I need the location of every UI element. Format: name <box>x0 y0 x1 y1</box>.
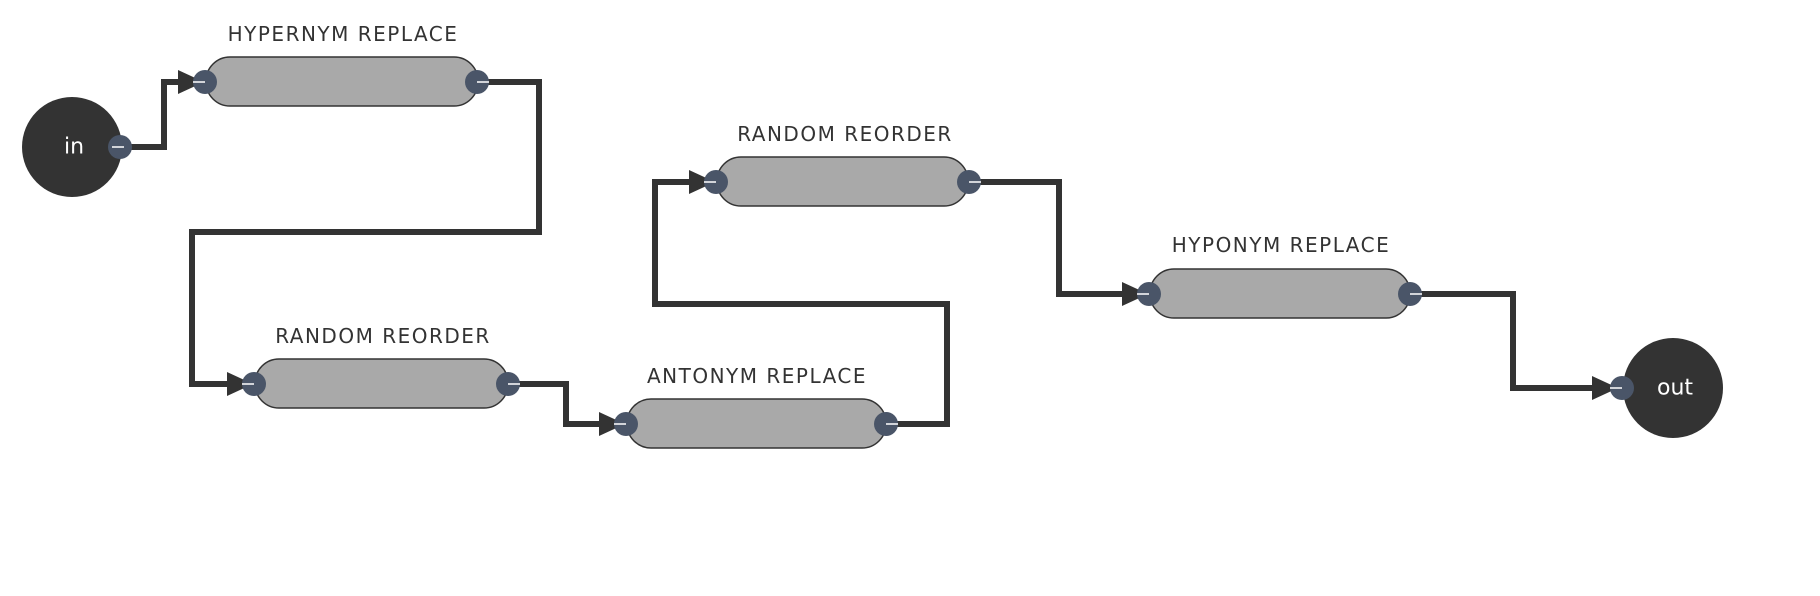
node-body[interactable] <box>716 156 969 207</box>
node-body[interactable] <box>1149 268 1411 319</box>
node-hypernym-replace[interactable]: HYPERNYM REPLACE <box>193 22 489 107</box>
arrowhead-icon <box>1592 376 1618 400</box>
edges-layer <box>106 79 1618 427</box>
arrowhead-icon <box>227 372 253 396</box>
node-antonym-replace[interactable]: ANTONYM REPLACE <box>614 364 898 449</box>
arrowhead-icon <box>599 412 625 436</box>
edge-random-reorder-to-antonym-replace <box>508 381 625 427</box>
arrowhead-icon <box>1122 282 1148 306</box>
arrowhead-icon <box>178 70 204 94</box>
node-random-reorder-1[interactable]: RANDOM REORDER <box>242 324 520 409</box>
edge-hypernym-replace-to-random-reorder <box>189 79 542 387</box>
terminal-out[interactable]: out <box>1610 338 1723 438</box>
node-body[interactable] <box>254 358 509 409</box>
node-random-reorder-2[interactable]: RANDOM REORDER <box>704 122 981 207</box>
node-body[interactable] <box>626 398 887 449</box>
terminal-in-label: in <box>64 135 84 160</box>
node-label: HYPERNYM REPLACE <box>228 22 459 46</box>
arrowheads-layer <box>178 70 1618 436</box>
edge-hyponym-replace-to-out <box>1410 291 1618 391</box>
node-hyponym-replace[interactable]: HYPONYM REPLACE <box>1137 233 1422 319</box>
terminal-in[interactable]: in <box>22 97 132 197</box>
terminal-in-circle <box>22 97 122 197</box>
node-body[interactable] <box>205 56 479 107</box>
edge-antonym-replace-to-random-reorder <box>652 179 950 427</box>
edge-random-reorder-to-hyponym-replace <box>968 179 1148 297</box>
terminal-out-label: out <box>1657 376 1693 401</box>
node-label: RANDOM REORDER <box>737 122 953 146</box>
terminal-out-circle <box>1623 338 1723 438</box>
node-label: RANDOM REORDER <box>275 324 491 348</box>
node-label: HYPONYM REPLACE <box>1172 233 1390 257</box>
arrowhead-icon <box>689 170 715 194</box>
node-label: ANTONYM REPLACE <box>647 364 867 388</box>
